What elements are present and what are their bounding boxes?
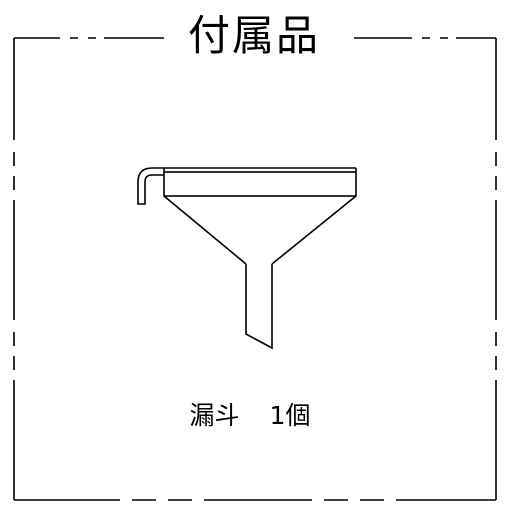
item-name: 漏斗 <box>189 401 240 430</box>
page-title: 付属品 <box>187 11 320 60</box>
funnel-hook <box>137 167 164 205</box>
funnel-cone <box>163 195 357 265</box>
funnel-icon <box>137 167 357 350</box>
item-quantity: 1個 <box>269 401 311 430</box>
item-caption: 漏斗 1個 <box>140 396 360 436</box>
funnel-rim <box>163 171 357 197</box>
funnel-spout <box>245 264 273 350</box>
border-frame <box>13 37 497 501</box>
